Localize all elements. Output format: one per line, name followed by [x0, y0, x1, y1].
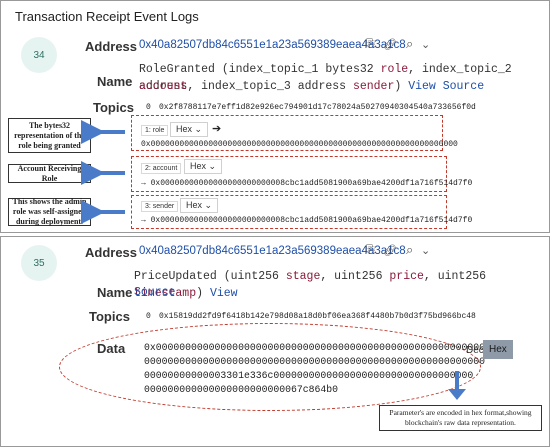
page-title: Transaction Receipt Event Logs	[15, 9, 199, 24]
dec-toggle-button[interactable]: Dec	[466, 345, 484, 356]
address-link[interactable]: 0x40a82507db84c6551e1a23a569389eaea4a3a1…	[139, 245, 406, 257]
param-name: timestamp	[134, 287, 197, 300]
signature-text: bytes32	[325, 63, 381, 76]
arrow-right-icon: ➔	[212, 123, 222, 135]
signature-text: RoleGranted (index_topic_1	[139, 63, 326, 76]
chevron-down-icon[interactable]: ⌄	[421, 39, 431, 51]
event-log-panel-2: 35 Address 0x40a82507db84c6551e1a23a5693…	[0, 236, 550, 447]
address-label: Address	[85, 245, 138, 260]
topic-2-format-label: Hex	[190, 161, 207, 171]
log-index-badge: 35	[21, 245, 57, 281]
event-signature-line-2: account, index_topic_3 address sender) V…	[139, 78, 484, 95]
param-name: price	[389, 270, 424, 283]
topic-2-value: → 0x00000000000000000000000008cbc1add508…	[141, 179, 473, 188]
annotation-role-note: The bytes32 representation of the role b…	[8, 118, 91, 153]
topic-0-index: 0	[146, 312, 151, 321]
zoom-icon[interactable]: ⌕	[406, 242, 414, 257]
signature-text: , index_topic_3	[187, 80, 298, 93]
signature-text: uint256	[437, 270, 487, 283]
data-line-3: 00000000000003301e336c000000000000000000…	[144, 370, 474, 381]
signature-text: PriceUpdated (	[134, 270, 231, 283]
topic-0-value: 0x15819dd2fd9f6418b142e798d08a18d0bf06ea…	[159, 312, 476, 321]
view-source-link[interactable]: View Source	[408, 80, 485, 93]
zoom-icon[interactable]: ⌕	[406, 36, 414, 51]
param-name: role	[380, 63, 409, 76]
param-name: sender	[352, 80, 395, 93]
signature-text: )	[394, 80, 409, 93]
data-highlight-ellipse	[59, 323, 481, 411]
signature-text: ,	[423, 270, 438, 283]
signature-text: uint256	[334, 270, 390, 283]
signature-text: uint256	[230, 270, 286, 283]
signature-text: ,	[320, 270, 335, 283]
topics-label: Topics	[93, 100, 134, 115]
signature-text: , index_topic_2	[408, 63, 512, 76]
topic-1-highlight	[131, 115, 443, 151]
view-source-link[interactable]: View	[209, 287, 238, 300]
topic-1-tag: 1: role	[141, 125, 169, 136]
name-label: Name	[97, 285, 133, 300]
annotation-account-note: Account Receiving Role	[8, 164, 91, 183]
param-name: stage	[285, 270, 321, 283]
topic-3-tag: 3: sender	[141, 201, 179, 212]
topic-3-highlight	[131, 195, 447, 229]
annotation-sender-note: This shows the admin role was self-assig…	[8, 197, 91, 226]
signature-text: address	[297, 80, 353, 93]
address-link[interactable]: 0x40a82507db84c6551e1a23a569389eaea4a3a1…	[139, 39, 406, 51]
address-label: Address	[85, 39, 138, 54]
signature-text: )	[196, 287, 210, 300]
chevron-down-icon[interactable]: ⌄	[421, 245, 431, 257]
event-log-panel-1: Transaction Receipt Event Logs 34 Addres…	[0, 0, 550, 233]
copy-icon[interactable]: ⎘	[366, 38, 375, 50]
param-name: account	[139, 80, 188, 93]
topic-1-value: 0x00000000000000000000000000000000000000…	[141, 140, 458, 149]
topic-2-format-select[interactable]: Hex ⌄	[184, 159, 223, 174]
link-icon[interactable]: 🔗︎	[383, 245, 397, 257]
link-icon[interactable]: 🔗︎	[383, 39, 397, 51]
hex-toggle-button[interactable]: Hex	[483, 340, 513, 359]
topic-3-format-label: Hex	[186, 200, 203, 210]
topic-2-highlight	[131, 156, 447, 192]
name-label: Name	[97, 74, 133, 89]
data-line-4: 000000000000000000000000067c864b0	[144, 384, 339, 395]
view-source-link[interactable]: Source	[134, 286, 176, 299]
log-index-badge: 34	[21, 37, 57, 73]
topic-3-format-select[interactable]: Hex ⌄	[180, 198, 219, 213]
copy-icon[interactable]: ⎘	[366, 244, 375, 256]
topic-2-tag: 2: account	[141, 163, 182, 174]
topic-0-index: 0	[146, 103, 151, 112]
event-signature-line-2: Source	[134, 284, 175, 301]
annotation-data-note: Parameter's are encoded in hex format,sh…	[379, 405, 542, 431]
data-line-2: 0000000000000000000000000000000000000000…	[144, 356, 485, 367]
signature-text: address	[139, 80, 188, 93]
topic-0-value: 0x2f8788117e7eff1d82e926ec794901d17c7802…	[159, 103, 476, 112]
topic-3-value: → 0x00000000000000000000000008cbc1add508…	[141, 216, 473, 225]
data-line-1: 0x00000000000000000000000000000000000000…	[144, 342, 485, 353]
topic-1-format-select[interactable]: Hex ⌄	[170, 122, 209, 137]
topic-1-format-label: Hex	[176, 124, 193, 134]
topics-label: Topics	[89, 309, 130, 324]
event-signature-line-1: RoleGranted (index_topic_1 bytes32 role,…	[139, 61, 549, 95]
event-signature-line-1: PriceUpdated (uint256 stage, uint256 pri…	[134, 268, 549, 302]
data-label: Data	[97, 341, 126, 356]
